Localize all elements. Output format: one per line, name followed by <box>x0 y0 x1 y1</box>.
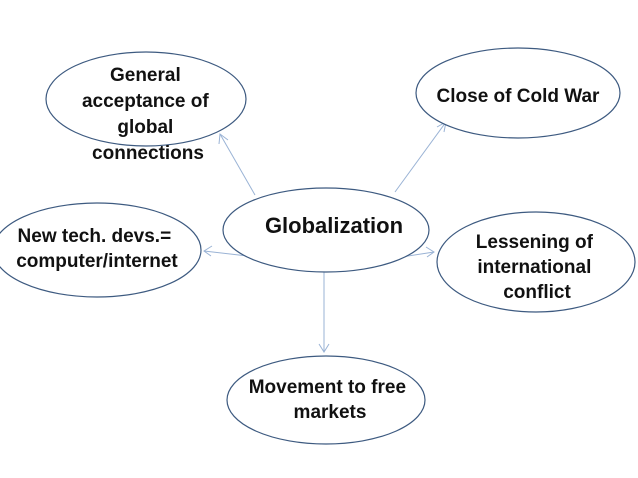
node-ellipse <box>436 211 636 313</box>
node-label: Globalization <box>265 213 403 238</box>
node-ellipse <box>0 202 202 298</box>
node-close-of-cold-war: Close of Cold War <box>415 47 621 139</box>
node-label: New tech. devs.= computer/internet <box>16 226 178 272</box>
node-new-tech: New tech. devs.= computer/internet <box>0 202 202 298</box>
node-label-line: markets <box>294 402 367 423</box>
node-label-line: international <box>477 257 591 278</box>
node-label-line: New tech. devs.= <box>18 226 172 247</box>
node-label: Movement to free markets <box>249 377 412 423</box>
connector-to-cold-war <box>394 121 447 193</box>
node-globalization-center: Globalization <box>222 187 430 273</box>
node-label: Close of Cold War <box>437 86 601 107</box>
node-ellipse <box>226 355 426 445</box>
connector-to-general <box>218 133 256 196</box>
node-label-line: connections <box>92 143 204 164</box>
node-label-line: Movement to free <box>249 377 406 398</box>
node-label: Lessening of international conflict <box>476 232 598 303</box>
node-label-line: Close of Cold War <box>437 86 601 107</box>
node-label-line: Lessening of <box>476 232 594 253</box>
node-lessening-conflict: Lessening of international conflict <box>436 211 636 313</box>
node-label-line: Globalization <box>265 213 403 238</box>
node-label-line: acceptance of <box>82 91 209 112</box>
node-label-line: global <box>117 117 173 138</box>
node-movement-free-markets: Movement to free markets <box>226 355 426 445</box>
node-ellipse <box>415 47 621 139</box>
node-ellipse <box>222 187 430 273</box>
node-ellipse <box>45 51 247 147</box>
node-general-acceptance: General acceptance of global connections <box>45 51 247 164</box>
node-label-line: computer/internet <box>16 251 178 272</box>
connector-to-markets <box>318 271 330 353</box>
node-label-line: General <box>110 65 181 86</box>
node-label-line: conflict <box>503 282 571 303</box>
node-label: General acceptance of global connections <box>82 65 214 164</box>
